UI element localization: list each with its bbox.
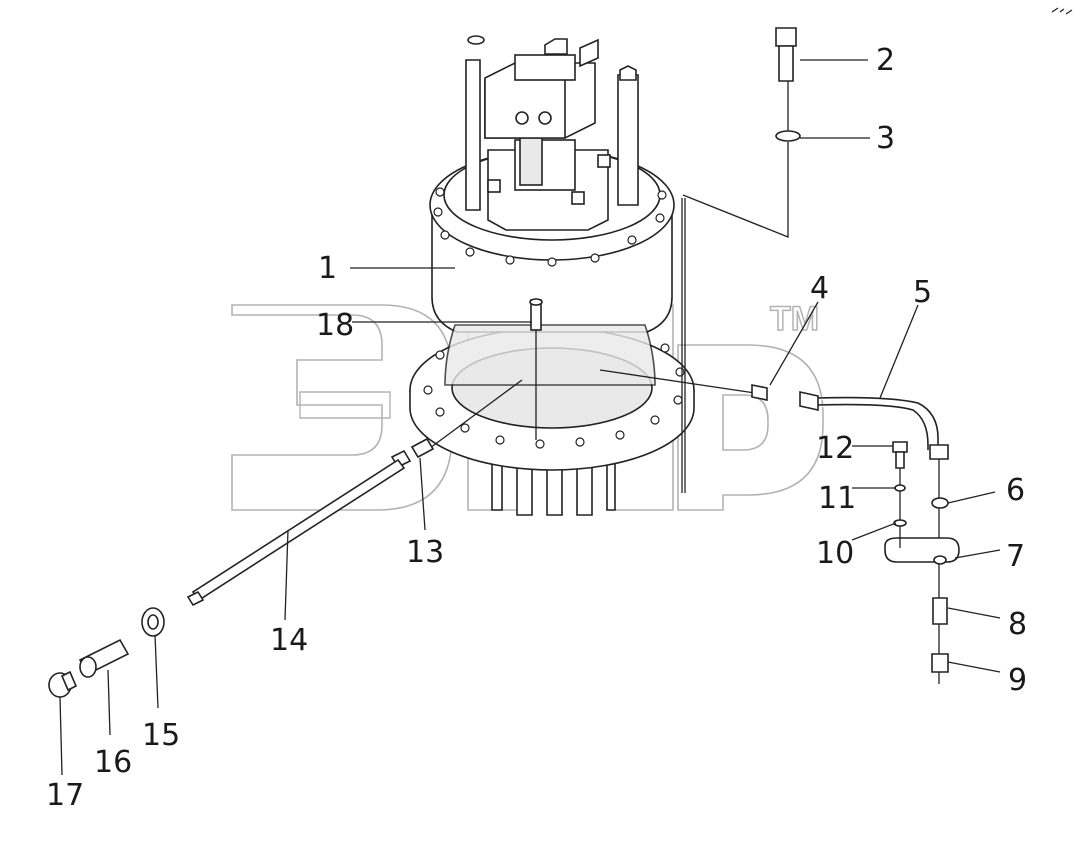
callout-13: 13 xyxy=(406,535,444,570)
callout-18: 18 xyxy=(316,308,354,343)
callout-17: 17 xyxy=(46,778,84,813)
callout-16: 16 xyxy=(94,745,132,780)
callout-8: 8 xyxy=(1008,607,1027,642)
callout-15: 15 xyxy=(142,718,180,753)
callout-1: 1 xyxy=(318,251,337,286)
callout-12: 12 xyxy=(816,431,854,466)
callout-10: 10 xyxy=(816,536,854,571)
pipe-assembly-right xyxy=(599,369,960,684)
callout-6: 6 xyxy=(1006,473,1025,508)
callout-7: 7 xyxy=(1006,539,1025,574)
callout-14: 14 xyxy=(270,623,308,658)
callout-11: 11 xyxy=(818,481,856,516)
swing-reducer-body xyxy=(409,35,695,516)
corner-mark-icon xyxy=(1051,7,1073,15)
callout-3: 3 xyxy=(876,121,895,156)
pipe-assembly-left xyxy=(48,379,523,698)
callout-4: 4 xyxy=(810,271,829,306)
callout-2: 2 xyxy=(876,43,895,78)
bolt-washer-group xyxy=(682,27,801,238)
callout-5: 5 xyxy=(913,275,932,310)
callout-labels: 1 2 3 4 5 6 7 8 9 10 11 12 13 14 15 16 1… xyxy=(46,43,1027,813)
leader-lines xyxy=(59,59,1001,776)
trademark-mark: TM xyxy=(770,300,819,338)
callout-9: 9 xyxy=(1008,663,1027,698)
